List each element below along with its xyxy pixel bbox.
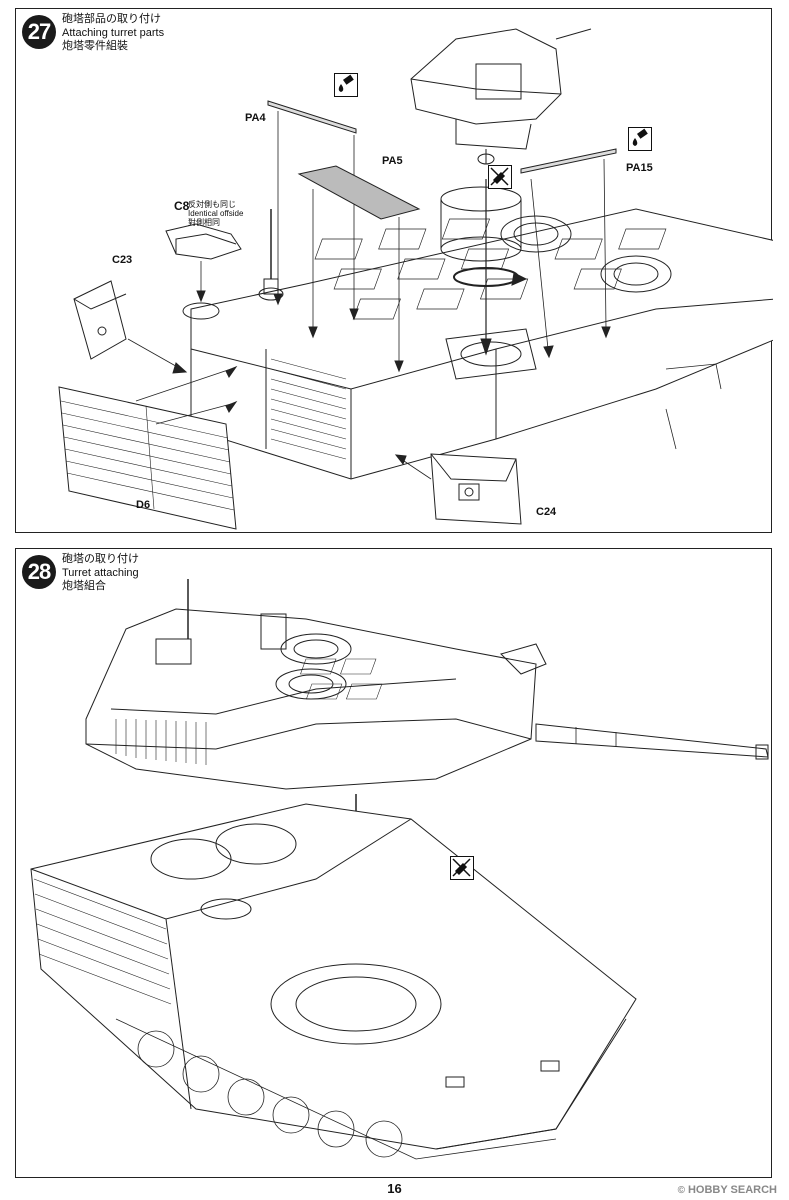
no-cement-icon — [488, 165, 512, 189]
step-title: 砲塔部品の取り付け Attaching turret parts 炮塔零件組裝 — [62, 13, 164, 54]
turret-assembly — [85, 579, 769, 790]
commander-sight — [410, 28, 592, 165]
step-number-badge: 27 — [22, 15, 56, 49]
step-title-ja: 砲塔の取り付け — [62, 553, 139, 565]
part-c8 — [165, 223, 242, 320]
cement-icon — [628, 127, 652, 151]
step-28-panel: 28 砲塔の取り付け Turret attaching 炮塔組合 — [15, 548, 772, 1178]
step-title-zh: 炮塔零件組裝 — [62, 40, 128, 52]
hull-assembly — [30, 803, 637, 1160]
part-pa15 — [520, 148, 617, 359]
c8-note-zh: 對側相同 — [188, 218, 220, 227]
step-27-panel: 27 砲塔部品の取り付け Attaching turret parts 炮塔零件… — [15, 8, 773, 533]
label-pa5: PA5 — [382, 155, 403, 167]
step-number-badge: 28 — [22, 555, 56, 589]
rotate-arrow — [453, 179, 528, 356]
step-title: 砲塔の取り付け Turret attaching 炮塔組合 — [62, 553, 139, 594]
turret-attaching-drawing — [30, 579, 769, 1160]
label-d6: D6 — [136, 499, 151, 511]
c8-note: 反対側も同じ Identical offside 對側相同 — [188, 200, 243, 227]
label-c24: C24 — [536, 506, 557, 518]
label-c8: C8 — [174, 199, 190, 213]
step-title-zh: 炮塔組合 — [62, 580, 106, 592]
page-number: 16 — [387, 1181, 402, 1196]
part-c24 — [394, 453, 522, 525]
cement-icon — [334, 73, 358, 97]
step-title-en: Turret attaching — [62, 566, 139, 579]
c8-note-ja: 反対側も同じ — [188, 200, 236, 209]
step-title-ja: 砲塔部品の取り付け — [62, 13, 161, 25]
watermark: © HOBBY SEARCH — [678, 1184, 777, 1196]
part-d6 — [58, 365, 238, 530]
step-title-en: Attaching turret parts — [62, 26, 165, 39]
antenna-mount — [258, 209, 284, 301]
label-pa4: PA4 — [245, 112, 266, 124]
label-c23: C23 — [112, 254, 133, 266]
copyright-symbol: © — [677, 1184, 685, 1196]
turret-parts-drawing — [58, 28, 773, 530]
label-pa15: PA15 — [626, 162, 653, 174]
sight-mount — [440, 186, 522, 262]
no-cement-icon — [450, 856, 474, 880]
watermark-text: HOBBY SEARCH — [687, 1184, 777, 1196]
part-c23 — [73, 280, 188, 374]
part-pa5 — [297, 165, 421, 373]
c8-note-en: Identical offside — [188, 209, 244, 218]
